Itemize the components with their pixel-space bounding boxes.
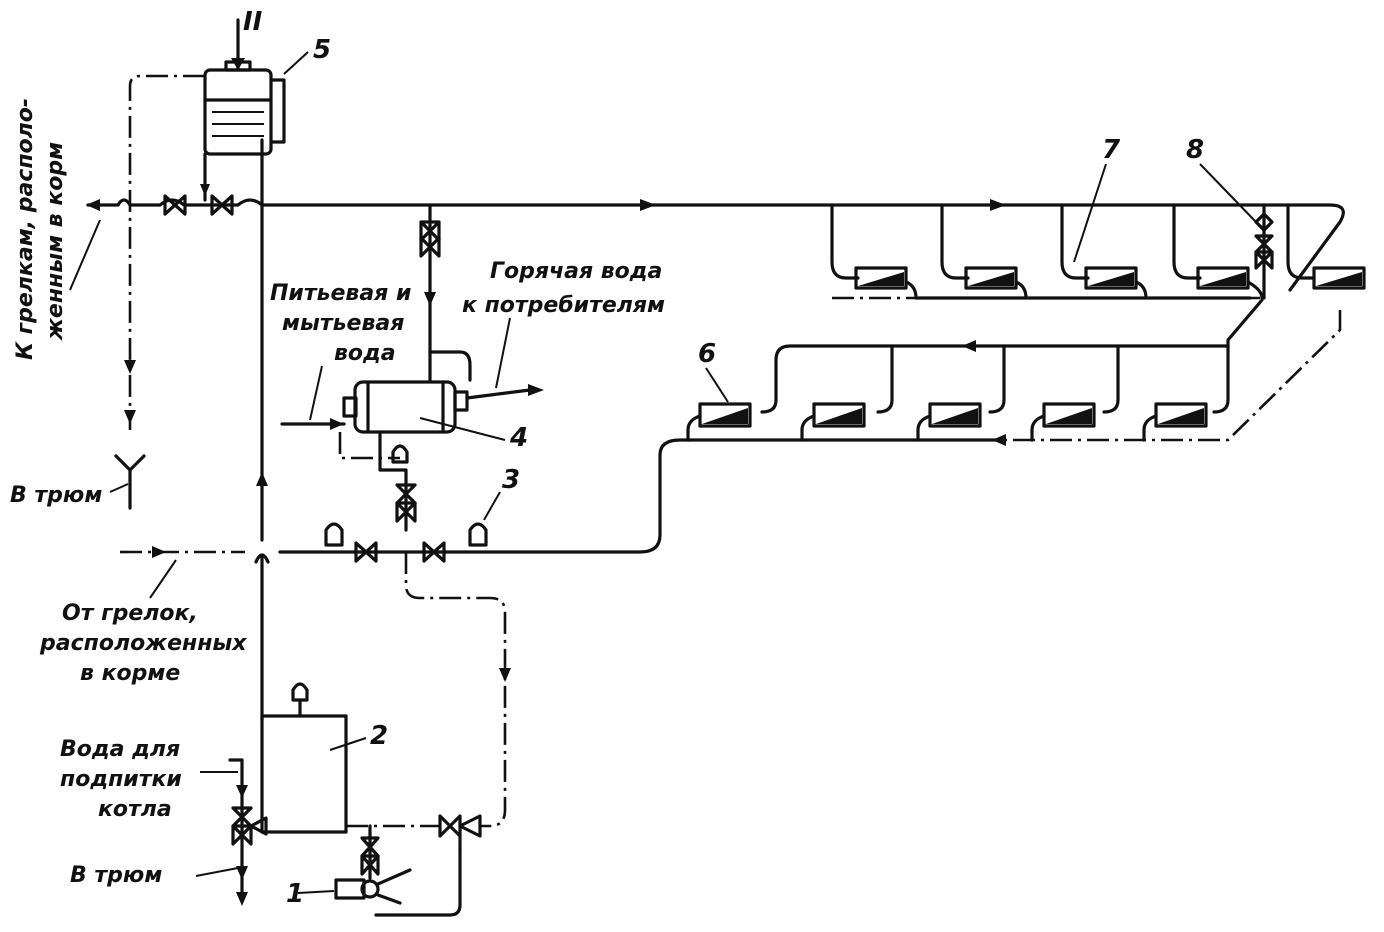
trap-left [324,522,344,547]
overflow-line [128,74,205,430]
heater-valve [395,483,417,523]
feed-water-label-1: Вода для [60,737,180,762]
radiator-u4 [1196,266,1250,290]
hot-water-label-1: Горячая вода [490,259,662,284]
branch-valve-top [419,220,441,258]
radiator-u1 [854,266,908,290]
from-heaters-label-2: расположенных [39,631,247,656]
radiator-u3 [1084,266,1138,290]
drinking-water-label-3: вода [334,341,396,366]
expansion-tank-5 [203,18,286,156]
upper-radiator-row [830,203,1366,300]
pump-number-label: 1 [286,879,304,909]
radiator-label-6: 6 [698,339,716,369]
water-heater-4 [342,380,469,434]
hot-water-label-2: к потребителям [462,293,665,318]
feed-valve [231,806,268,846]
tank-number-label: 5 [313,35,331,65]
feed-water-label-3: котла [98,797,172,822]
return-line-main [278,438,692,554]
trap-heater [391,444,409,464]
air-vent-valve-8 [1254,203,1274,300]
boiler-number-label: 2 [370,721,388,751]
to-heaters-label-1: К грелкам, располо- [13,98,38,360]
drinking-water-label-1: Питьевая и [270,281,411,306]
circulation-line [404,552,507,828]
from-heaters-label-3: в корме [80,661,180,686]
radiator-label-7: 7 [1102,135,1121,165]
pump-1 [334,868,412,905]
boiler-three-way-valve [438,814,482,852]
main-valve-right [210,194,234,216]
from-heaters-label-1: От грелок, [62,601,198,626]
drain-funnel-top [114,454,146,510]
boiler-2 [260,682,348,834]
return-valve-right [422,541,446,563]
trap-right [468,522,488,547]
feed-water-label-2: подпитки [60,767,182,792]
radiator-u2 [964,266,1018,290]
lower-radiator-row [686,340,1230,442]
inlet-mark-label: II [243,7,263,37]
main-valve-left [163,194,187,216]
trap-number-label: 3 [502,465,520,495]
heater-number-label: 4 [509,423,528,453]
return-valve-left [354,541,378,563]
pump-valve [360,836,380,876]
to-hold-bottom-label: В трюм [70,863,162,888]
main-supply-pipe [86,198,1345,292]
drinking-water-label-2: мытьевая [282,311,404,336]
radiator-u5 [1312,266,1366,290]
vent-label-8: 8 [1186,135,1204,165]
to-hold-top-label: В трюм [10,483,102,508]
to-heaters-label-2: женным в корм [43,142,68,341]
